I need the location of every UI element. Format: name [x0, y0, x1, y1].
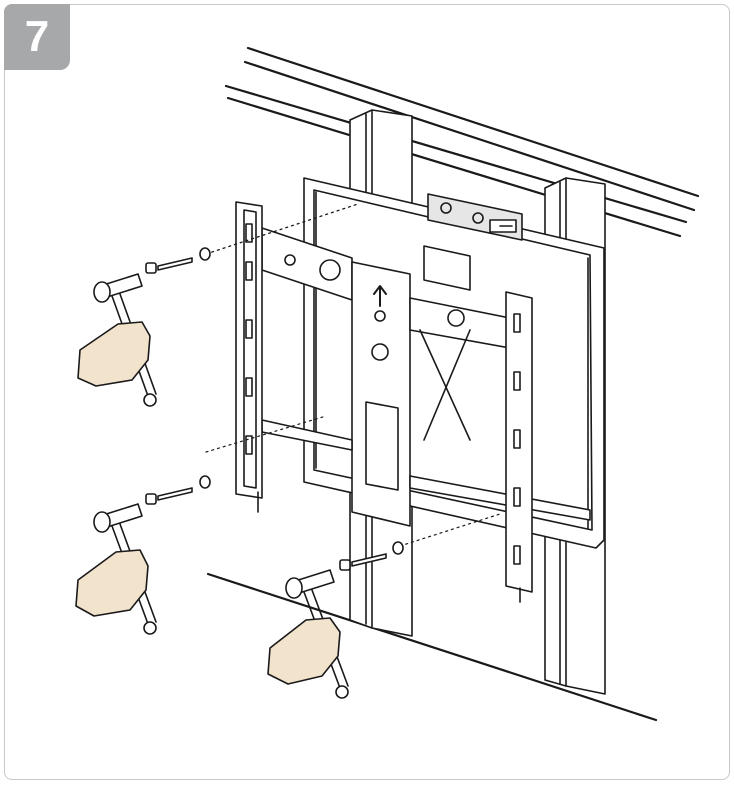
lag-bolt-icon [145, 487, 193, 505]
ceiling-lines [224, 46, 700, 238]
washer-icon [392, 541, 404, 555]
washer-icon [199, 247, 211, 261]
guide-lines [205, 203, 501, 547]
up-arrow-icon [373, 285, 387, 307]
step-number: 7 [24, 12, 50, 61]
hand-icon [267, 617, 341, 685]
hand-icon [75, 549, 149, 617]
step-number-badge: 7 [4, 4, 70, 70]
washer-icon [199, 475, 211, 489]
mount-bracket-icon [261, 227, 591, 527]
lag-bolt-icon [339, 553, 387, 571]
hand-icon [77, 321, 151, 387]
floor-line [206, 572, 658, 722]
mount-bracket-icon [235, 201, 263, 513]
lag-bolt-icon [145, 257, 193, 274]
mount-bracket-icon [505, 291, 533, 603]
level-icon [427, 193, 523, 241]
